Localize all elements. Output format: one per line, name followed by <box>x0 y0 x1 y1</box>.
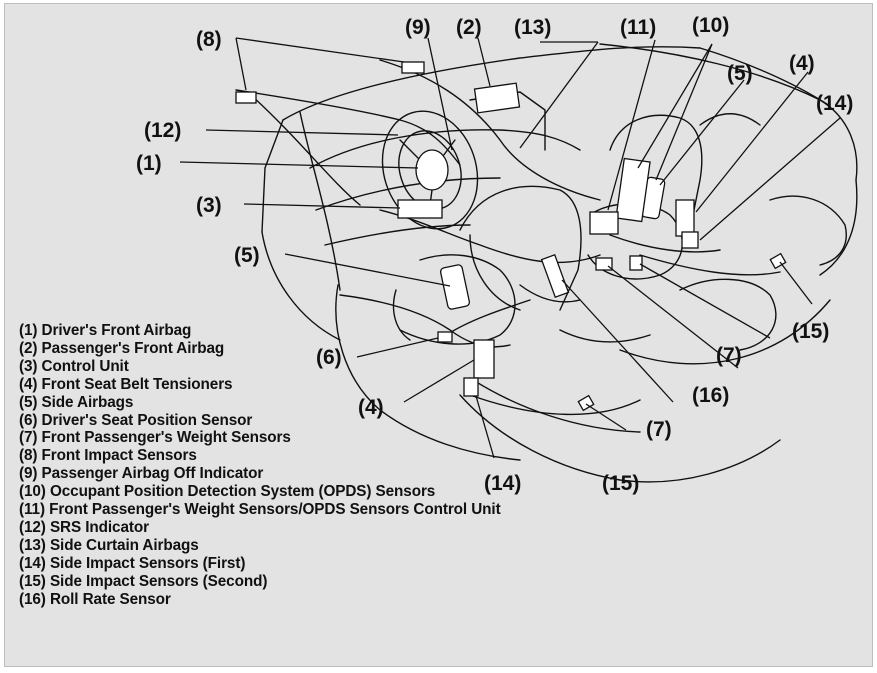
callout-15-right: (15) <box>792 320 829 343</box>
side-impact-sensor-first-right-icon <box>681 231 699 249</box>
callout-2: (2) <box>456 16 482 39</box>
callout-4-passenger: (4) <box>789 52 815 75</box>
callout-7-right: (7) <box>716 344 742 367</box>
side-impact-sensor-second-left-icon <box>577 394 595 412</box>
legend-item: (11) Front Passenger's Weight Sensors/OP… <box>19 501 501 519</box>
callout-12: (12) <box>144 119 181 142</box>
callout-7-left: (7) <box>646 418 672 441</box>
legend-item: (1) Driver's Front Airbag <box>19 322 192 339</box>
opds-control-unit-icon <box>589 211 619 235</box>
front-impact-sensor-left-icon <box>235 91 257 104</box>
vehicle-outline <box>235 43 858 483</box>
callout-14-left: (14) <box>484 472 521 495</box>
driver-airbag-icon <box>415 149 449 191</box>
legend-item: (2) Passenger's Front Airbag <box>19 339 225 357</box>
callout-14-right: (14) <box>816 92 853 115</box>
side-airbag-driver-icon <box>439 264 471 310</box>
legend-item: (15) Side Impact Sensors (Second) <box>19 572 268 590</box>
legend-item: (4) Front Seat Belt Tensioners <box>19 375 233 393</box>
callout-3: (3) <box>196 194 222 217</box>
callout-16: (16) <box>692 384 729 407</box>
side-impact-sensor-second-right-icon <box>769 252 787 270</box>
legend-item: (6) Driver's Seat Position Sensor <box>19 411 253 429</box>
roll-rate-sensor-icon <box>595 257 613 271</box>
callout-1: (1) <box>136 152 162 175</box>
callout-labels: (8) (9) (2) (13) (11) (10) (5) (4) (14) … <box>136 14 853 495</box>
side-impact-sensor-first-left-icon <box>463 377 479 397</box>
leader-lines <box>179 37 841 459</box>
legend-item: (7) Front Passenger's Weight Sensors <box>19 429 291 447</box>
control-unit-icon <box>397 199 443 219</box>
callout-6: (6) <box>316 346 342 369</box>
seat-position-sensor-icon <box>437 331 453 343</box>
weight-sensor-right-icon <box>629 255 643 271</box>
components <box>235 61 787 412</box>
opds-sensors-icon <box>615 157 651 223</box>
legend-item: (9) Passenger Airbag Off Indicator <box>19 465 264 483</box>
weight-sensor-left-icon <box>540 253 570 299</box>
callout-13: (13) <box>514 16 551 39</box>
legend-item: (16) Roll Rate Sensor <box>19 590 171 608</box>
legend-item: (13) Side Curtain Airbags <box>19 536 199 554</box>
legend-item: (14) Side Impact Sensors (First) <box>19 554 246 572</box>
callout-9: (9) <box>405 16 431 39</box>
callout-15-left: (15) <box>602 472 639 495</box>
legend-item: (8) Front Impact Sensors <box>19 447 197 465</box>
callout-8: (8) <box>196 28 222 51</box>
callout-4-driver: (4) <box>358 396 384 419</box>
passenger-airbag-icon <box>473 82 521 114</box>
legend-item: (10) Occupant Position Detection System … <box>19 483 436 501</box>
callout-5-passenger: (5) <box>727 62 753 85</box>
legend-item: (3) Control Unit <box>19 357 129 375</box>
legend-item: (5) Side Airbags <box>19 393 134 411</box>
callout-10: (10) <box>692 14 729 37</box>
component-legend: (1) Driver's Front Airbag (2) Passenger'… <box>19 322 501 609</box>
front-impact-sensor-right-icon <box>401 61 425 74</box>
legend-item: (12) SRS Indicator <box>19 518 149 536</box>
callout-11: (11) <box>620 16 656 39</box>
callout-5-driver: (5) <box>234 244 260 267</box>
belt-tensioner-driver-icon <box>473 339 495 379</box>
belt-tensioner-passenger-icon <box>675 199 695 237</box>
